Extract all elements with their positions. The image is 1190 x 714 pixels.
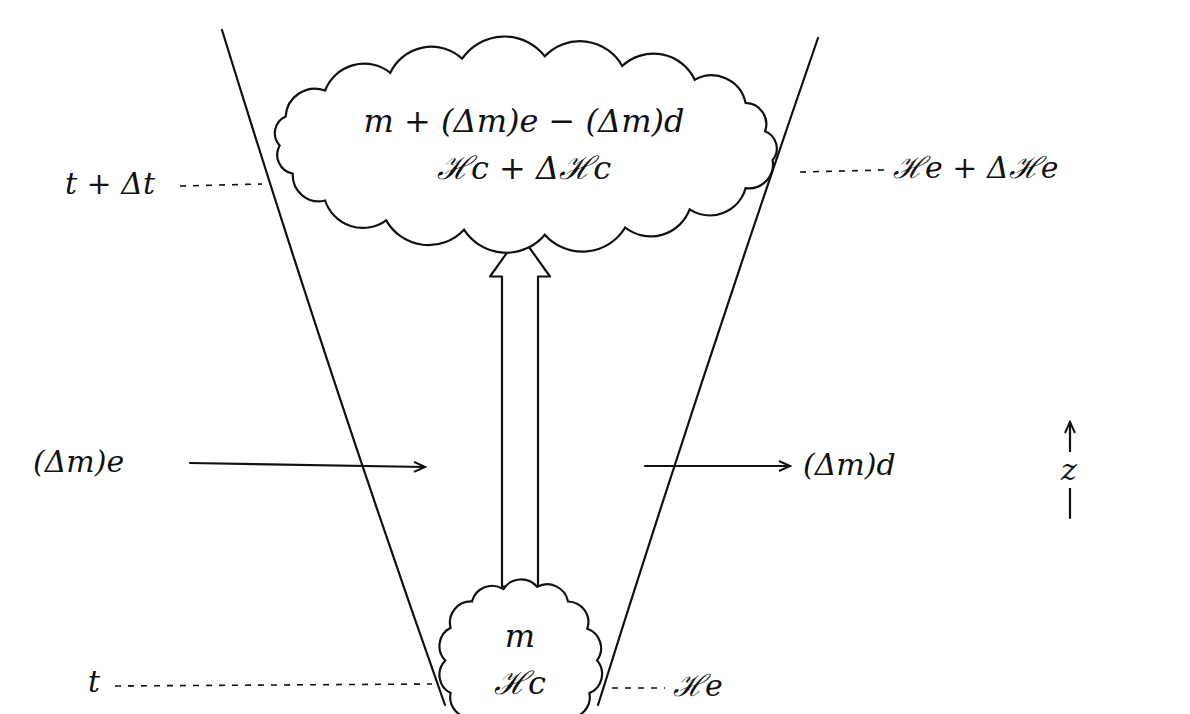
cloud-parcel: mℋc <box>435 577 605 714</box>
mass-text: m <box>499 613 541 660</box>
cloud-parcel: m + (Δm)e − (Δm)dℋc + Δℋc <box>264 48 784 243</box>
annotation-label: (Δm)e <box>30 444 127 480</box>
annotation-label: (Δm)d <box>800 447 899 483</box>
cloud-outline <box>264 48 784 243</box>
detrain-arrow <box>645 465 790 467</box>
mass-text: m + (Δm)e − (Δm)d <box>358 98 691 145</box>
leader-line <box>612 687 665 689</box>
cloud-outline <box>275 36 777 252</box>
enthalpy-text: ℋc + Δℋc <box>431 145 617 192</box>
leader-line <box>180 184 262 186</box>
enthalpy-text: ℋc <box>488 660 552 707</box>
leader-line <box>115 684 432 686</box>
annotation-label: z <box>1058 452 1080 488</box>
cloud-outline <box>439 579 602 714</box>
annotation-label: ℋe <box>670 668 726 704</box>
annotation-label: t + Δt <box>62 166 158 202</box>
leader-line <box>800 170 885 172</box>
entrain-arrow <box>190 463 425 467</box>
annotation-label: t <box>85 664 103 700</box>
rise-arrow <box>490 235 550 587</box>
annotation-label: ℋe + Δℋe <box>890 150 1061 186</box>
